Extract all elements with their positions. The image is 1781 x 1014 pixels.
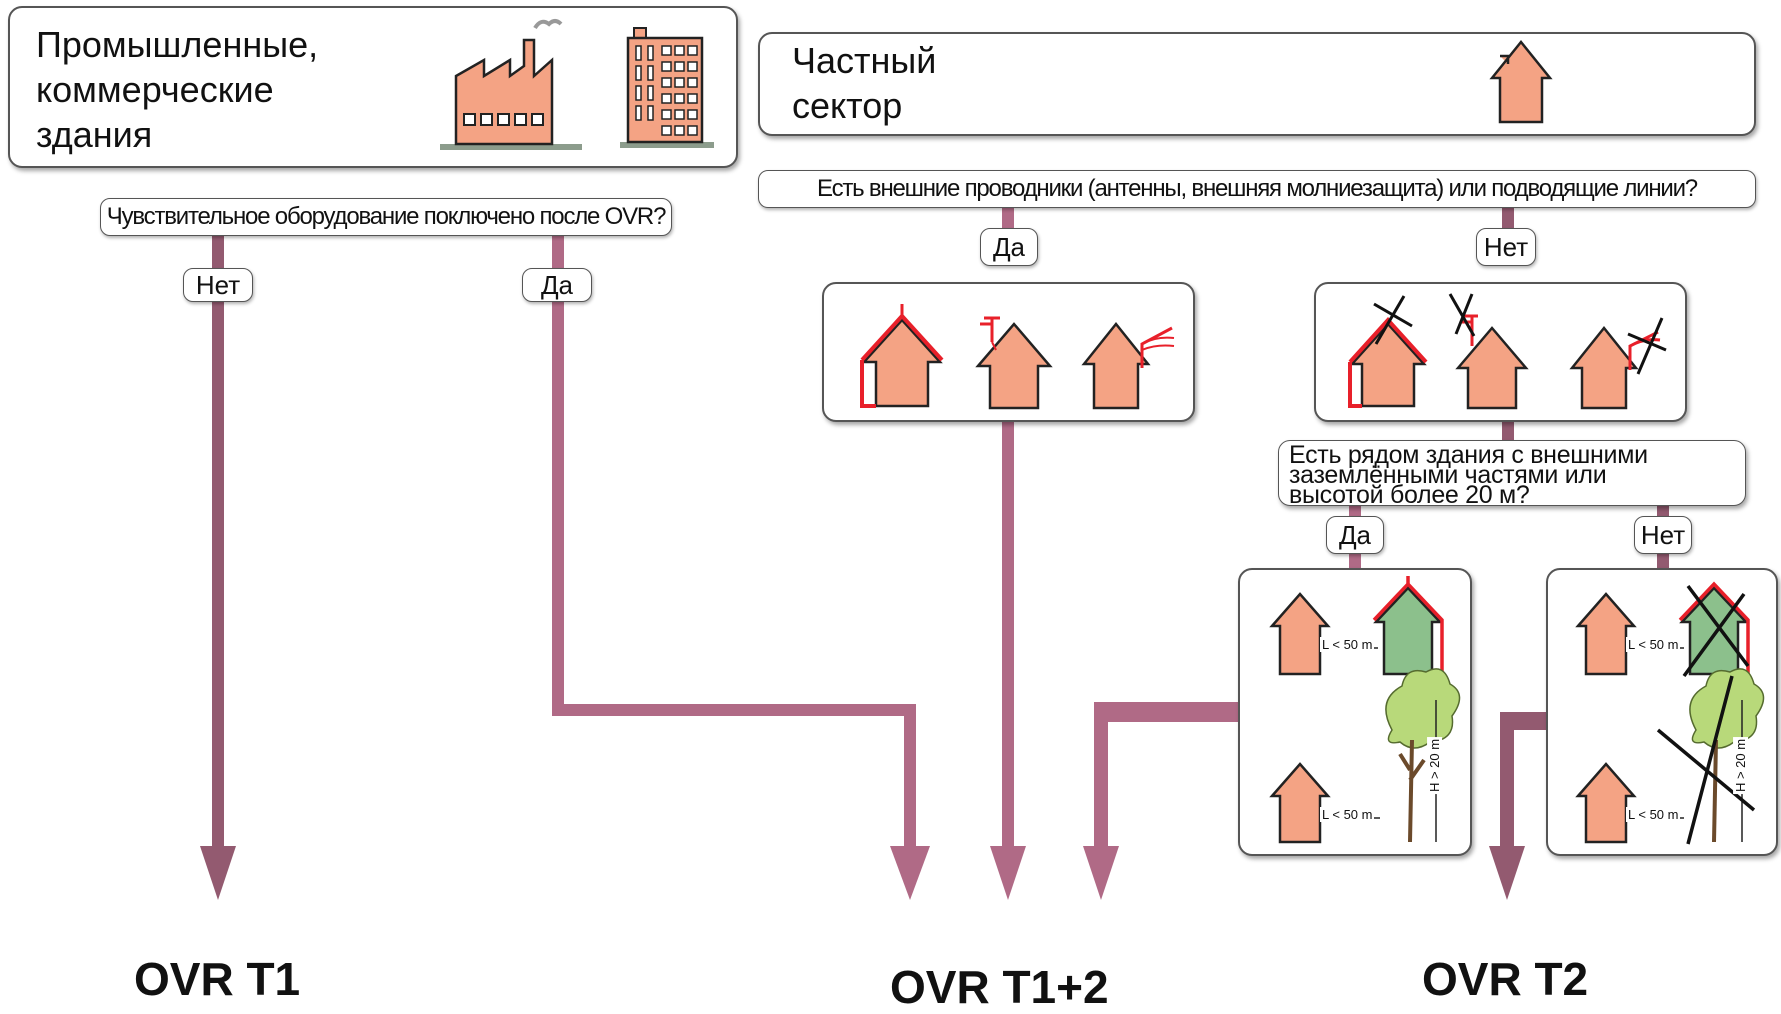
private-sector-title: Частный сектор (792, 38, 936, 128)
house-antenna-crossed-icon (1450, 294, 1526, 408)
label-external-yes: Да (980, 228, 1038, 266)
distance-label-top: L < 50 m (1320, 637, 1374, 652)
question-sensitive-equipment: Чувствительное оборудование поключено по… (100, 198, 672, 236)
result-ovr-t1: OVR T1 (134, 952, 300, 1006)
label-sensitive-no: Нет (183, 268, 253, 302)
industrial-title-line-1: Промышленные, (36, 22, 318, 67)
private-title-line-2: сектор (792, 83, 936, 128)
distance-label-bottom: L < 50 m (1320, 807, 1374, 822)
height-label: H > 20 m (1427, 737, 1442, 794)
house-near-protected-house-icon (1272, 576, 1442, 674)
nearby-no-scenarios: L < 50 m L < 50 m H > 20 m (1546, 568, 1778, 856)
industrial-title-line-2: коммерческие (36, 67, 318, 112)
nearby-yes-scenarios: L < 50 m L < 50 m H > 20 m (1238, 568, 1472, 856)
question-nearby-buildings: Есть рядом здания с внешними заземлённым… (1278, 440, 1746, 506)
private-title-line-1: Частный (792, 38, 936, 83)
house-near-protected-house-crossed-icon (1578, 584, 1748, 676)
external-no-houses (1314, 282, 1687, 422)
private-sector-panel: Частный сектор (758, 32, 1756, 136)
distance-label-top-no: L < 50 m (1626, 637, 1680, 652)
external-yes-houses (822, 282, 1195, 422)
house-antenna-icon (978, 318, 1050, 408)
industrial-title-line-3: здания (36, 112, 318, 157)
arrow-no-to-t1 (200, 236, 236, 900)
house-overhead-line-icon (1084, 324, 1174, 408)
house-lightning-protection-icon (862, 304, 942, 406)
label-external-no: Нет (1476, 228, 1536, 266)
office-building-icon (620, 22, 724, 150)
house-overhead-line-crossed-icon (1572, 318, 1666, 408)
house-icon (1486, 38, 1556, 126)
house-lightning-protection-crossed-icon (1350, 296, 1426, 406)
industrial-title: Промышленные, коммерческие здания (36, 22, 318, 157)
factory-icon (440, 16, 590, 156)
label-nearby-no: Нет (1634, 516, 1692, 554)
result-ovr-t12: OVR T1+2 (890, 960, 1109, 1014)
question-external-conductors: Есть внешние проводники (антенны, внешня… (758, 170, 1756, 208)
label-nearby-yes: Да (1326, 516, 1384, 554)
label-sensitive-yes: Да (522, 268, 592, 302)
height-label-no: H > 20 m (1733, 737, 1748, 794)
distance-label-bottom-no: L < 50 m (1626, 807, 1680, 822)
industrial-commercial-panel: Промышленные, коммерческие здания (8, 6, 738, 168)
result-ovr-t2: OVR T2 (1422, 952, 1588, 1006)
